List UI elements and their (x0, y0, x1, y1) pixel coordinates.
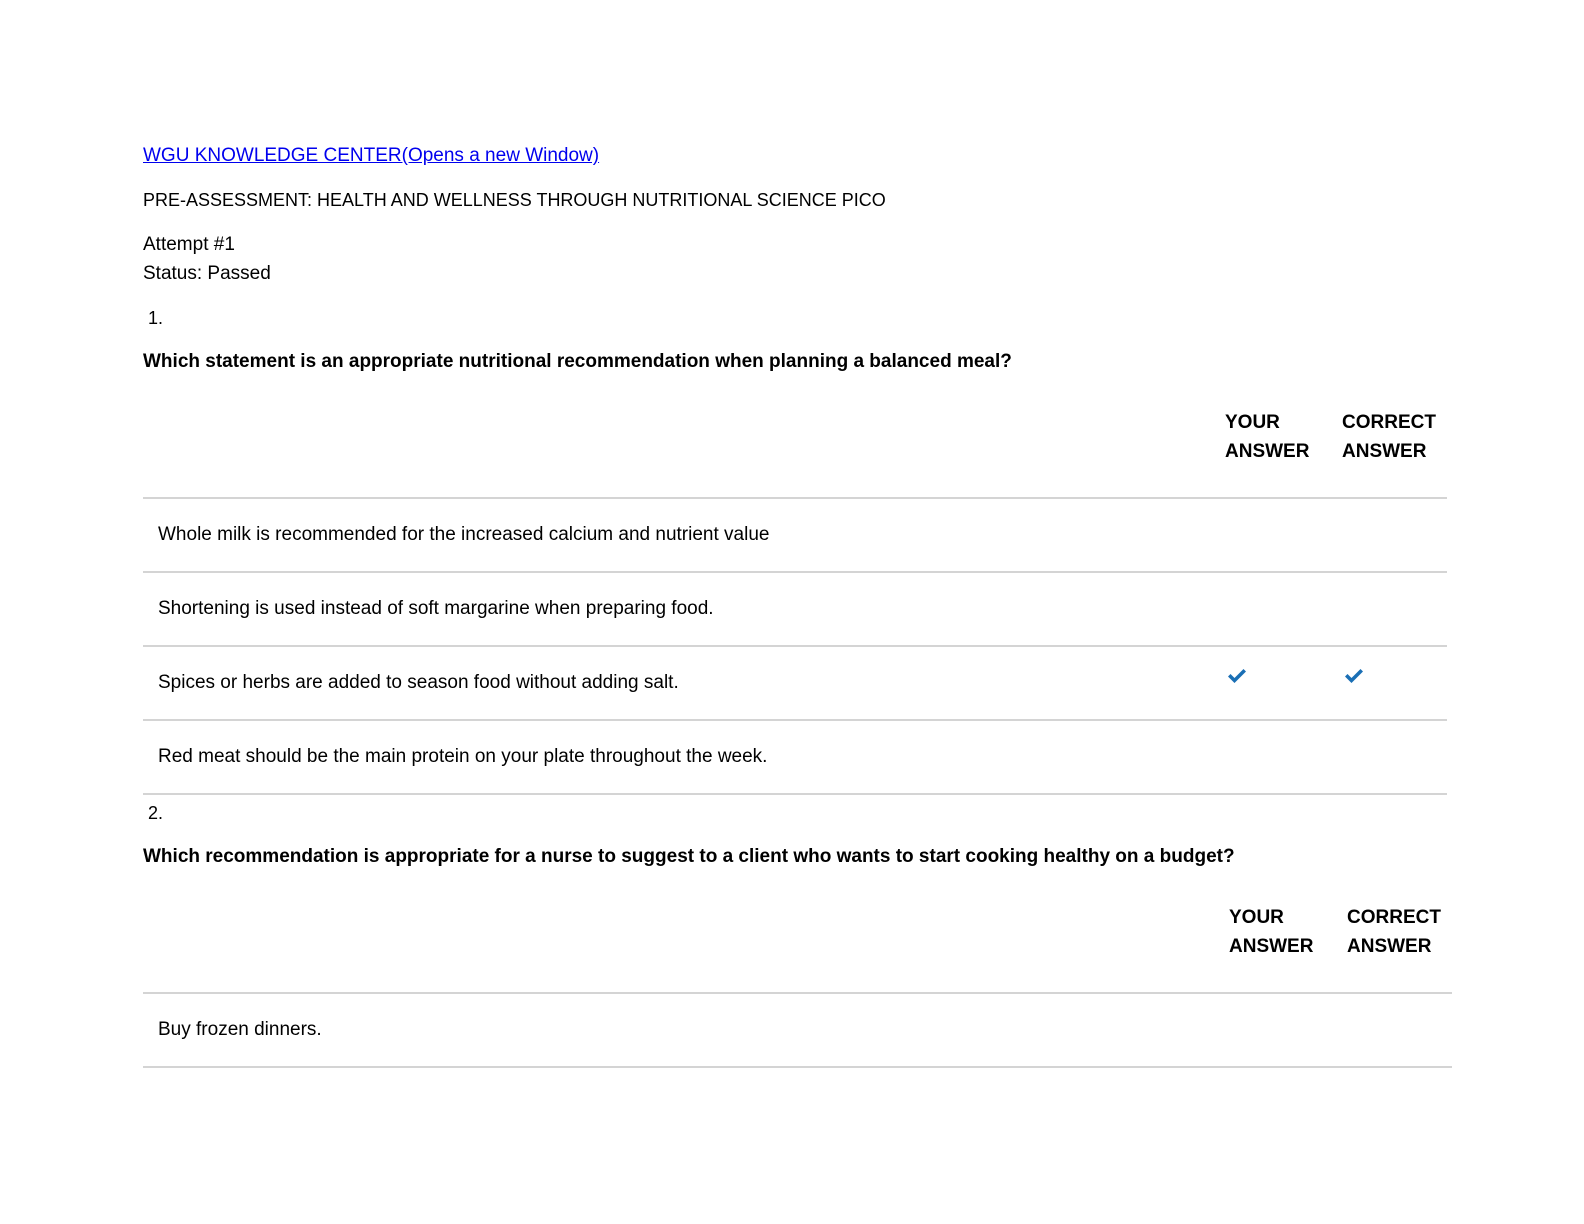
your-answer-header-line2: ANSWER (1229, 936, 1314, 957)
correct-answer-cell (1342, 720, 1447, 795)
option-text: Buy frozen dinners. (143, 993, 1229, 1068)
your-answer-cell (1225, 572, 1342, 647)
correct-answer-cell (1342, 646, 1447, 721)
attempt-number: Attempt #1 (143, 234, 235, 255)
option-text: Shortening is used instead of soft marga… (143, 572, 1225, 647)
answer-table-header: YOUR ANSWER CORRECT ANSWER (143, 402, 1447, 499)
knowledge-center-link[interactable]: WGU KNOWLEDGE CENTER(Opens a new Window) (143, 145, 600, 166)
correct-answer-cell (1347, 993, 1452, 1068)
option-text: Red meat should be the main protein on y… (143, 720, 1225, 795)
answer-option-row: Whole milk is recommended for the increa… (143, 498, 1447, 573)
answer-option-row: Shortening is used instead of soft marga… (143, 572, 1447, 647)
your-answer-header: YOUR ANSWER (1225, 402, 1342, 499)
answer-table: YOUR ANSWER CORRECT ANSWER Whole milk is… (143, 402, 1447, 795)
question-2: 2. Which recommendation is appropriate f… (143, 799, 1453, 1068)
answer-option-row: Buy frozen dinners. (143, 993, 1452, 1068)
your-answer-header-line1: YOUR (1229, 907, 1284, 928)
question-number: 2. (148, 803, 164, 823)
question-1: 1. Which statement is an appropriate nut… (143, 304, 1453, 795)
checkmark-icon (1344, 665, 1364, 683)
correct-answer-header-line2: ANSWER (1347, 936, 1432, 957)
correct-answer-cell (1342, 572, 1447, 647)
answer-table-header: YOUR ANSWER CORRECT ANSWER (143, 897, 1452, 994)
option-column-header (143, 897, 1229, 994)
answer-option-row: Red meat should be the main protein on y… (143, 720, 1447, 795)
correct-answer-header-line2: ANSWER (1342, 441, 1427, 462)
your-answer-cell (1225, 498, 1342, 573)
checkmark-icon (1227, 665, 1247, 683)
correct-answer-header-line1: CORRECT (1342, 412, 1436, 433)
answer-option-row: Spices or herbs are added to season food… (143, 646, 1447, 721)
question-text: Which recommendation is appropriate for … (143, 846, 1235, 867)
correct-answer-header: CORRECT ANSWER (1347, 897, 1452, 994)
correct-answer-header: CORRECT ANSWER (1342, 402, 1447, 499)
option-text: Whole milk is recommended for the increa… (143, 498, 1225, 573)
your-answer-header: YOUR ANSWER (1229, 897, 1347, 994)
correct-answer-cell (1342, 498, 1447, 573)
option-text: Spices or herbs are added to season food… (143, 646, 1225, 721)
option-column-header (143, 402, 1225, 499)
your-answer-header-line1: YOUR (1225, 412, 1280, 433)
answer-table: YOUR ANSWER CORRECT ANSWER Buy frozen di… (143, 897, 1452, 1068)
your-answer-cell (1229, 993, 1347, 1068)
your-answer-cell (1225, 720, 1342, 795)
assessment-title: PRE-ASSESSMENT: HEALTH AND WELLNESS THRO… (143, 190, 886, 210)
attempt-info: Attempt #1 Status: Passed (143, 230, 1453, 288)
assessment-page: WGU KNOWLEDGE CENTER(Opens a new Window)… (143, 142, 1453, 1068)
correct-answer-header-line1: CORRECT (1347, 907, 1441, 928)
your-answer-header-line2: ANSWER (1225, 441, 1310, 462)
question-number: 1. (148, 308, 164, 328)
attempt-status: Status: Passed (143, 263, 271, 284)
your-answer-cell (1225, 646, 1342, 721)
question-text: Which statement is an appropriate nutrit… (143, 351, 1012, 372)
